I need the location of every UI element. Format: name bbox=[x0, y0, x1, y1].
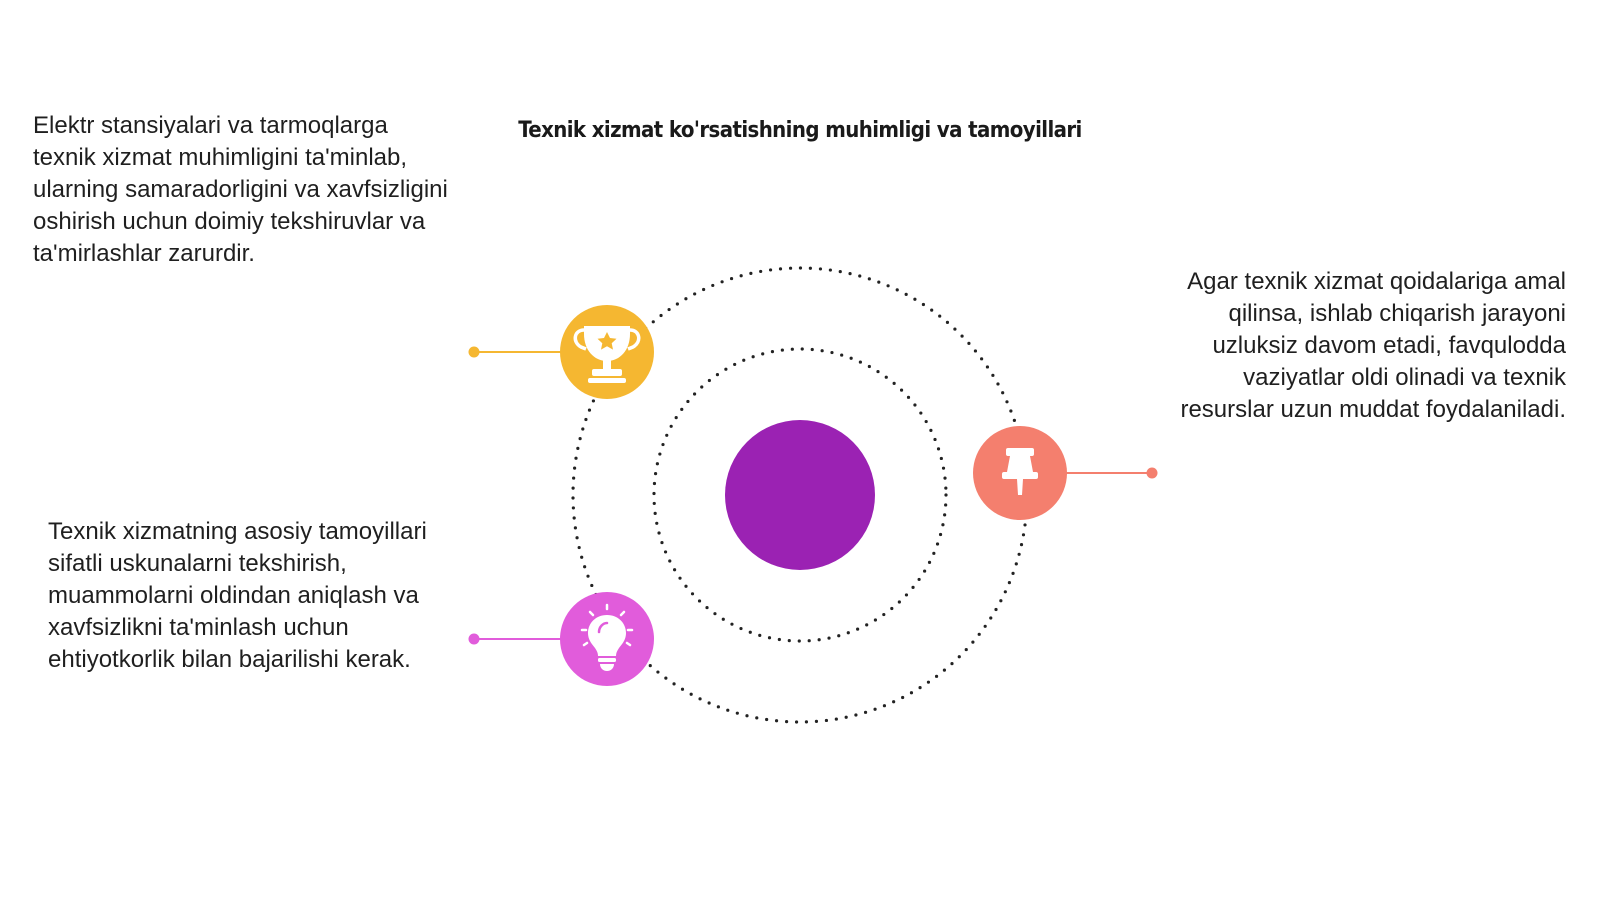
center-circle bbox=[725, 420, 875, 570]
item-text-3: Texnik xizmatning asosiy tamoyillari sif… bbox=[48, 518, 427, 673]
trophy-icon bbox=[573, 326, 641, 383]
diagram-title: Texnik xizmat ko'rsatishning muhimligi v… bbox=[518, 118, 1082, 143]
inner-orbit bbox=[652, 347, 948, 643]
pushpin-icon bbox=[1002, 448, 1038, 495]
node-lightbulb bbox=[560, 592, 654, 686]
connector-1 bbox=[468, 346, 562, 358]
connector-3 bbox=[468, 633, 562, 645]
connector-2 bbox=[1060, 467, 1158, 479]
item-text-1: Elektr stansiyalari va tarmoqlarga texni… bbox=[33, 112, 448, 267]
node-trophy bbox=[560, 305, 654, 399]
node-pushpin bbox=[973, 426, 1067, 520]
item-text-2: Agar texnik xizmat qoidalariga amal qili… bbox=[1180, 268, 1566, 423]
lightbulb-icon bbox=[580, 603, 634, 671]
